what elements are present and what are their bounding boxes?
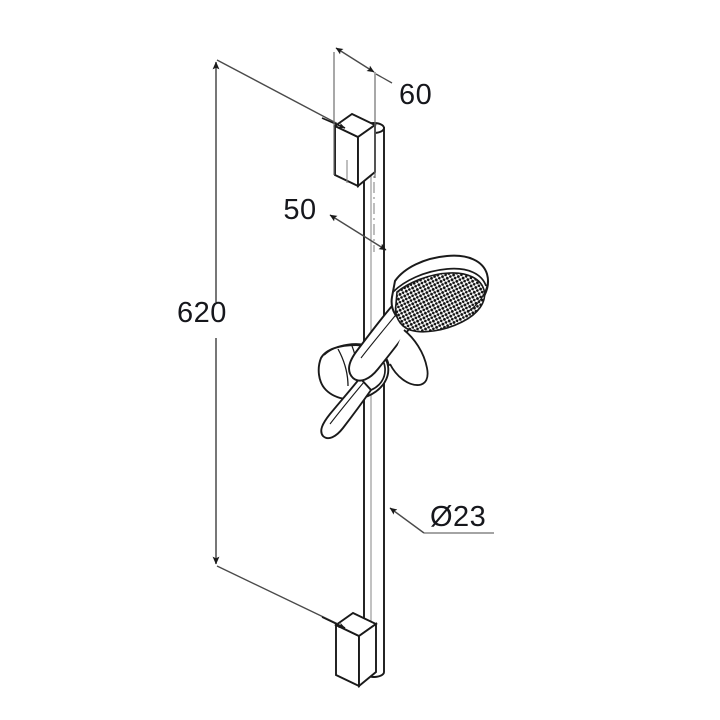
lower-wall-bracket	[334, 611, 378, 689]
rail-length-label: 620	[177, 297, 227, 329]
hand-shower-head	[348, 254, 489, 386]
rail-diameter-dimension: Ø23	[389, 501, 494, 534]
vertical-rail-tube	[363, 122, 385, 678]
bracket-projection-dimension: 60	[333, 47, 432, 178]
bracket-offset-label: 50	[283, 194, 316, 226]
upper-wall-bracket	[333, 112, 377, 189]
bracket-projection-label: 60	[399, 79, 432, 111]
rail-diameter-label: Ø23	[430, 501, 486, 533]
spray-face-nozzles	[395, 272, 485, 332]
hand-shower-handle	[348, 304, 414, 382]
slider-clamp-lever	[320, 376, 373, 440]
rail-length-dimension: 620	[177, 59, 346, 629]
bracket-offset-dimension: 50	[283, 194, 387, 251]
